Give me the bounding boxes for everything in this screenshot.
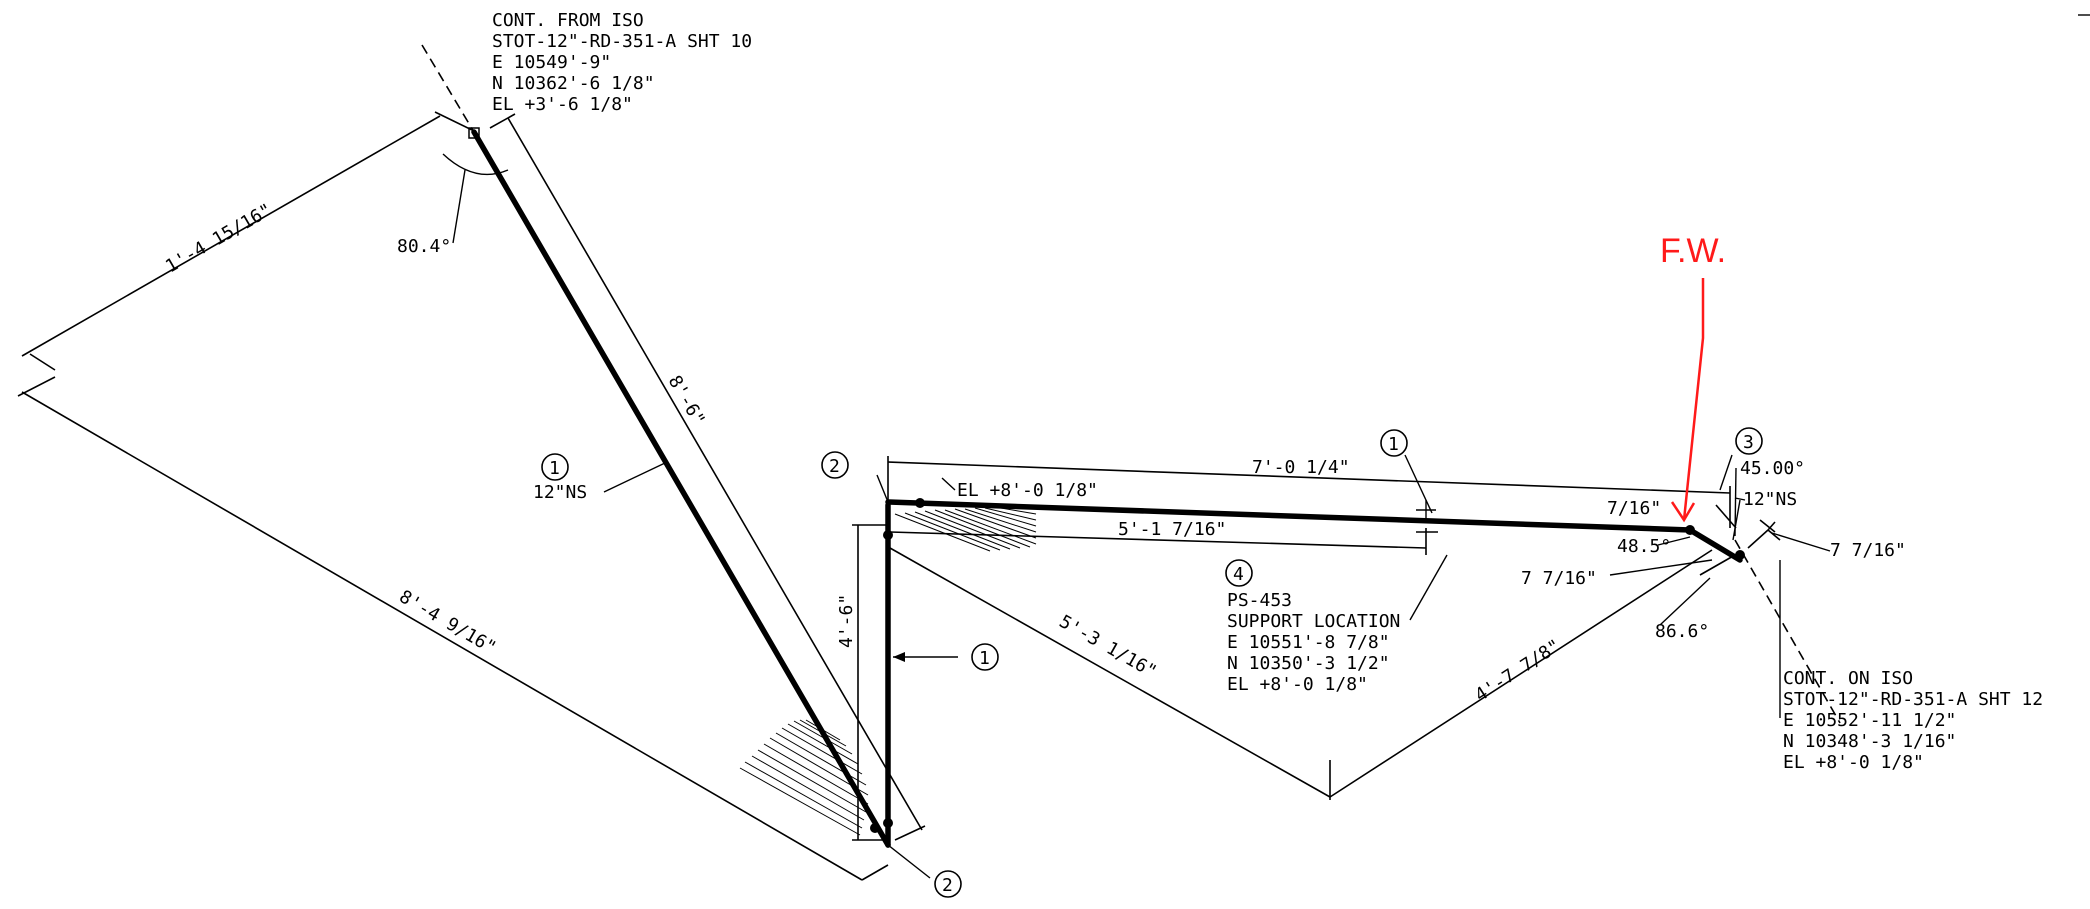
end-note-line: E 10552'-11 1/2" — [1783, 710, 1956, 731]
dimension-text: 4'-7 7/8" — [1471, 635, 1564, 706]
end-note-line: CONT. ON ISO — [1783, 668, 1913, 689]
bubble-2-a-text: 2 — [829, 456, 840, 477]
support-note-line: N 10350'-3 1/2" — [1227, 653, 1390, 674]
bubbles: 1 2 1 2 1 4 3 — [541, 427, 1763, 898]
support-note: PS-453 SUPPORT LOCATION E 10551'-8 7/8" … — [1227, 590, 1400, 695]
dimension-text: 1'-4 15/16" — [162, 200, 276, 278]
support-note-line: EL +8'-0 1/8" — [1227, 674, 1368, 695]
end-note-line: EL +8'-0 1/8" — [1783, 752, 1924, 773]
bubble-4-text: 4 — [1233, 564, 1244, 585]
hatch-lower — [739, 719, 869, 836]
elevation-label: EL +8'-0 1/8" — [957, 480, 1098, 501]
dimension-text: 7'-0 1/4" — [1252, 457, 1350, 478]
start-note-line: N 10362'-6 1/8" — [492, 73, 655, 94]
pipe-nodes — [468, 127, 1745, 833]
centerlines — [421, 44, 1841, 724]
dimension-lines — [17, 111, 1781, 881]
end-note-line: N 10348'-3 1/16" — [1783, 731, 1956, 752]
start-note-line: STOT-12"-RD-351-A SHT 10 — [492, 31, 752, 52]
bubble-1-a-text: 1 — [549, 458, 560, 479]
bubble-1-c-text: 1 — [1388, 434, 1399, 455]
bubble-1-b-text: 1 — [979, 648, 990, 669]
bubble-2-b-text: 2 — [942, 875, 953, 896]
start-note-line: CONT. FROM ISO — [492, 10, 644, 31]
dimension-text: 7 7/16" — [1830, 540, 1906, 561]
start-note: CONT. FROM ISO STOT-12"-RD-351-A SHT 10 … — [492, 10, 752, 115]
bubble-3 — [1735, 427, 1763, 455]
angle-label: 80.4° — [397, 236, 451, 257]
angle-label: 86.6° — [1655, 621, 1709, 642]
angle-marks — [442, 153, 1831, 626]
pipe-size-label: 12"NS — [1743, 489, 1797, 510]
hatch-upper — [894, 506, 1037, 552]
bubble-1-b — [971, 643, 999, 671]
end-note: CONT. ON ISO STOT-12"-RD-351-A SHT 12 E … — [1783, 668, 2043, 773]
support-note-line: SUPPORT LOCATION — [1227, 611, 1400, 632]
field-weld-markup: F.W. — [1660, 232, 1726, 523]
dimension-text: 7 7/16" — [1521, 568, 1597, 589]
bubble-2-b — [934, 870, 962, 898]
bubble-3-text: 3 — [1743, 432, 1754, 453]
angle-label: 45.00° — [1740, 458, 1805, 479]
end-note-line: STOT-12"-RD-351-A SHT 12 — [1783, 689, 2043, 710]
bubble-2-a — [821, 451, 849, 479]
dimension-text: 5'-1 7/16" — [1118, 519, 1226, 540]
pipe-size-label: 12"NS — [533, 482, 587, 503]
support-note-line: E 10551'-8 7/8" — [1227, 632, 1390, 653]
angle-label: 48.5° — [1617, 536, 1671, 557]
bubble-1-a — [541, 453, 569, 481]
bubble-4 — [1225, 559, 1253, 587]
leaders — [603, 454, 1781, 879]
bubble-1-c — [1380, 429, 1408, 457]
dimension-text: 7/16" — [1607, 498, 1661, 519]
field-weld-label: F.W. — [1660, 232, 1726, 270]
dimension-text: 8'-4 9/16" — [395, 586, 499, 659]
pipe-route — [471, 129, 1743, 848]
dimension-text: 8'-6" — [664, 372, 709, 429]
start-note-line: E 10549'-9" — [492, 52, 611, 73]
start-note-line: EL +3'-6 1/8" — [492, 94, 633, 115]
dimension-text: 4'-6" — [836, 594, 857, 648]
support-note-line: PS-453 — [1227, 590, 1292, 611]
